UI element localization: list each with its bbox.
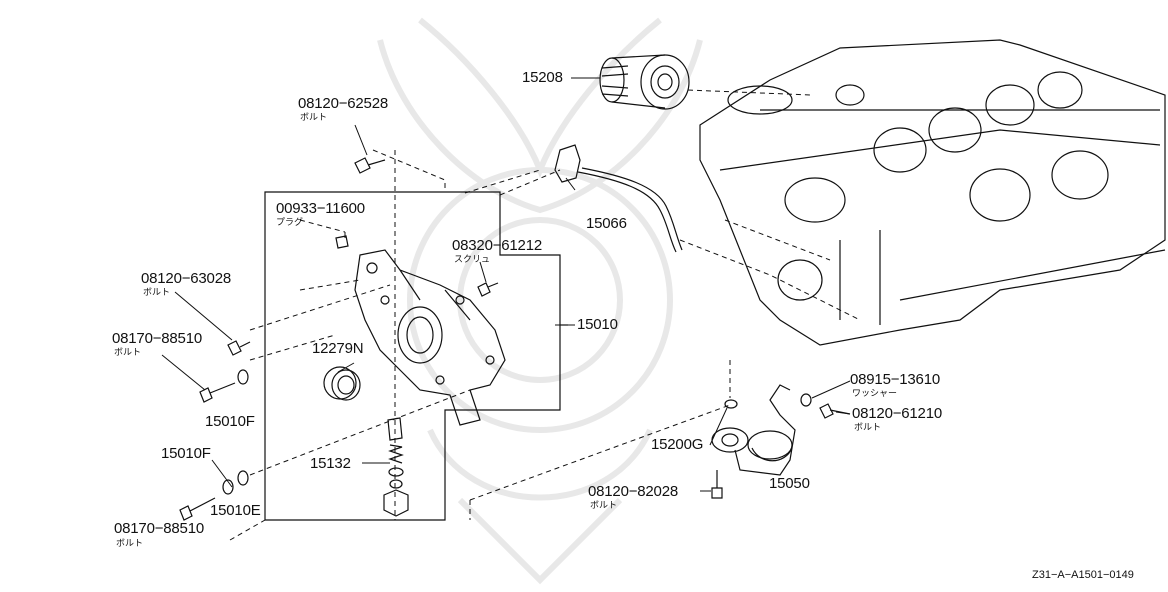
relief-valve-parts (383, 417, 409, 517)
label-00933-11600: 00933−11600 (276, 200, 365, 217)
sublabel-08120-62528: ボルト (300, 113, 328, 123)
sublabel-08915-13610: ワッシャー (852, 389, 898, 399)
sublabel-08170-88510-b: ボルト (116, 539, 144, 549)
label-12279n: 12279N (312, 340, 364, 357)
label-15200g: 15200G (651, 436, 704, 453)
label-15208: 15208 (522, 69, 563, 86)
dipstick-tube (554, 144, 683, 253)
label-15010f-b: 15010F (161, 445, 211, 462)
gasket (724, 399, 738, 409)
watermark-emblem (377, 17, 703, 585)
sublabel-08120-61210: ボルト (854, 423, 882, 433)
sublabel-08120-82028: ボルト (590, 501, 618, 511)
sublabel-08320-61212: スクリュ (454, 255, 491, 265)
label-08120-61210: 08120−61210 (852, 405, 942, 422)
sublabel-08120-63028: ボルト (143, 288, 171, 298)
oil-seal (323, 366, 361, 401)
label-08120-82028: 08120−82028 (588, 483, 678, 500)
label-15010f-a: 15010F (205, 413, 255, 430)
oil-strainer (711, 384, 796, 476)
oil-pump (354, 249, 506, 426)
engine-block (699, 39, 1166, 346)
sublabel-00933-11600: プラグ (276, 218, 304, 228)
label-08120-62528: 08120−62528 (298, 95, 388, 112)
part-frame (264, 191, 561, 521)
oil-filter (599, 54, 690, 110)
sublabel-08170-88510-a: ボルト (114, 348, 142, 358)
leader-lines (161, 77, 851, 492)
bolts (179, 157, 851, 521)
label-08170-88510-a: 08170−88510 (112, 330, 202, 347)
diagram-reference-code: Z31−A−A1501−0149 (1032, 569, 1134, 581)
alignment-lines (229, 89, 861, 541)
label-15010: 15010 (577, 316, 618, 333)
label-15066: 15066 (586, 215, 627, 232)
label-15132: 15132 (310, 455, 351, 472)
label-08320-61212: 08320−61212 (452, 237, 542, 254)
label-08120-63028: 08120−63028 (141, 270, 231, 287)
label-15050: 15050 (769, 475, 810, 492)
label-15010e: 15010E (210, 502, 261, 519)
label-08170-88510-b: 08170−88510 (114, 520, 204, 537)
washers (222, 369, 812, 495)
label-08915-13610: 08915−13610 (850, 371, 940, 388)
